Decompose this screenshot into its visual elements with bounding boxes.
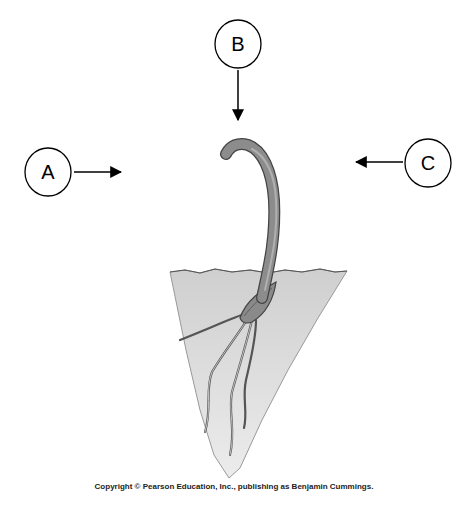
callout-circle: B [214,19,262,69]
seed [240,282,276,323]
stimulus-arrow [74,171,121,173]
callout-letter: A [41,162,54,182]
shoot [226,144,274,298]
callout-circle: C [404,138,452,188]
callout-letter: B [231,34,244,54]
stimulus-arrow [356,161,403,163]
copyright-note: Copyright © Pearson Education, Inc., pub… [95,482,374,491]
stimulus-arrow [237,70,239,120]
soil-surface [170,269,347,273]
callout-circle: A [24,147,72,197]
roots [180,314,256,455]
callout-letter: C [421,153,435,173]
